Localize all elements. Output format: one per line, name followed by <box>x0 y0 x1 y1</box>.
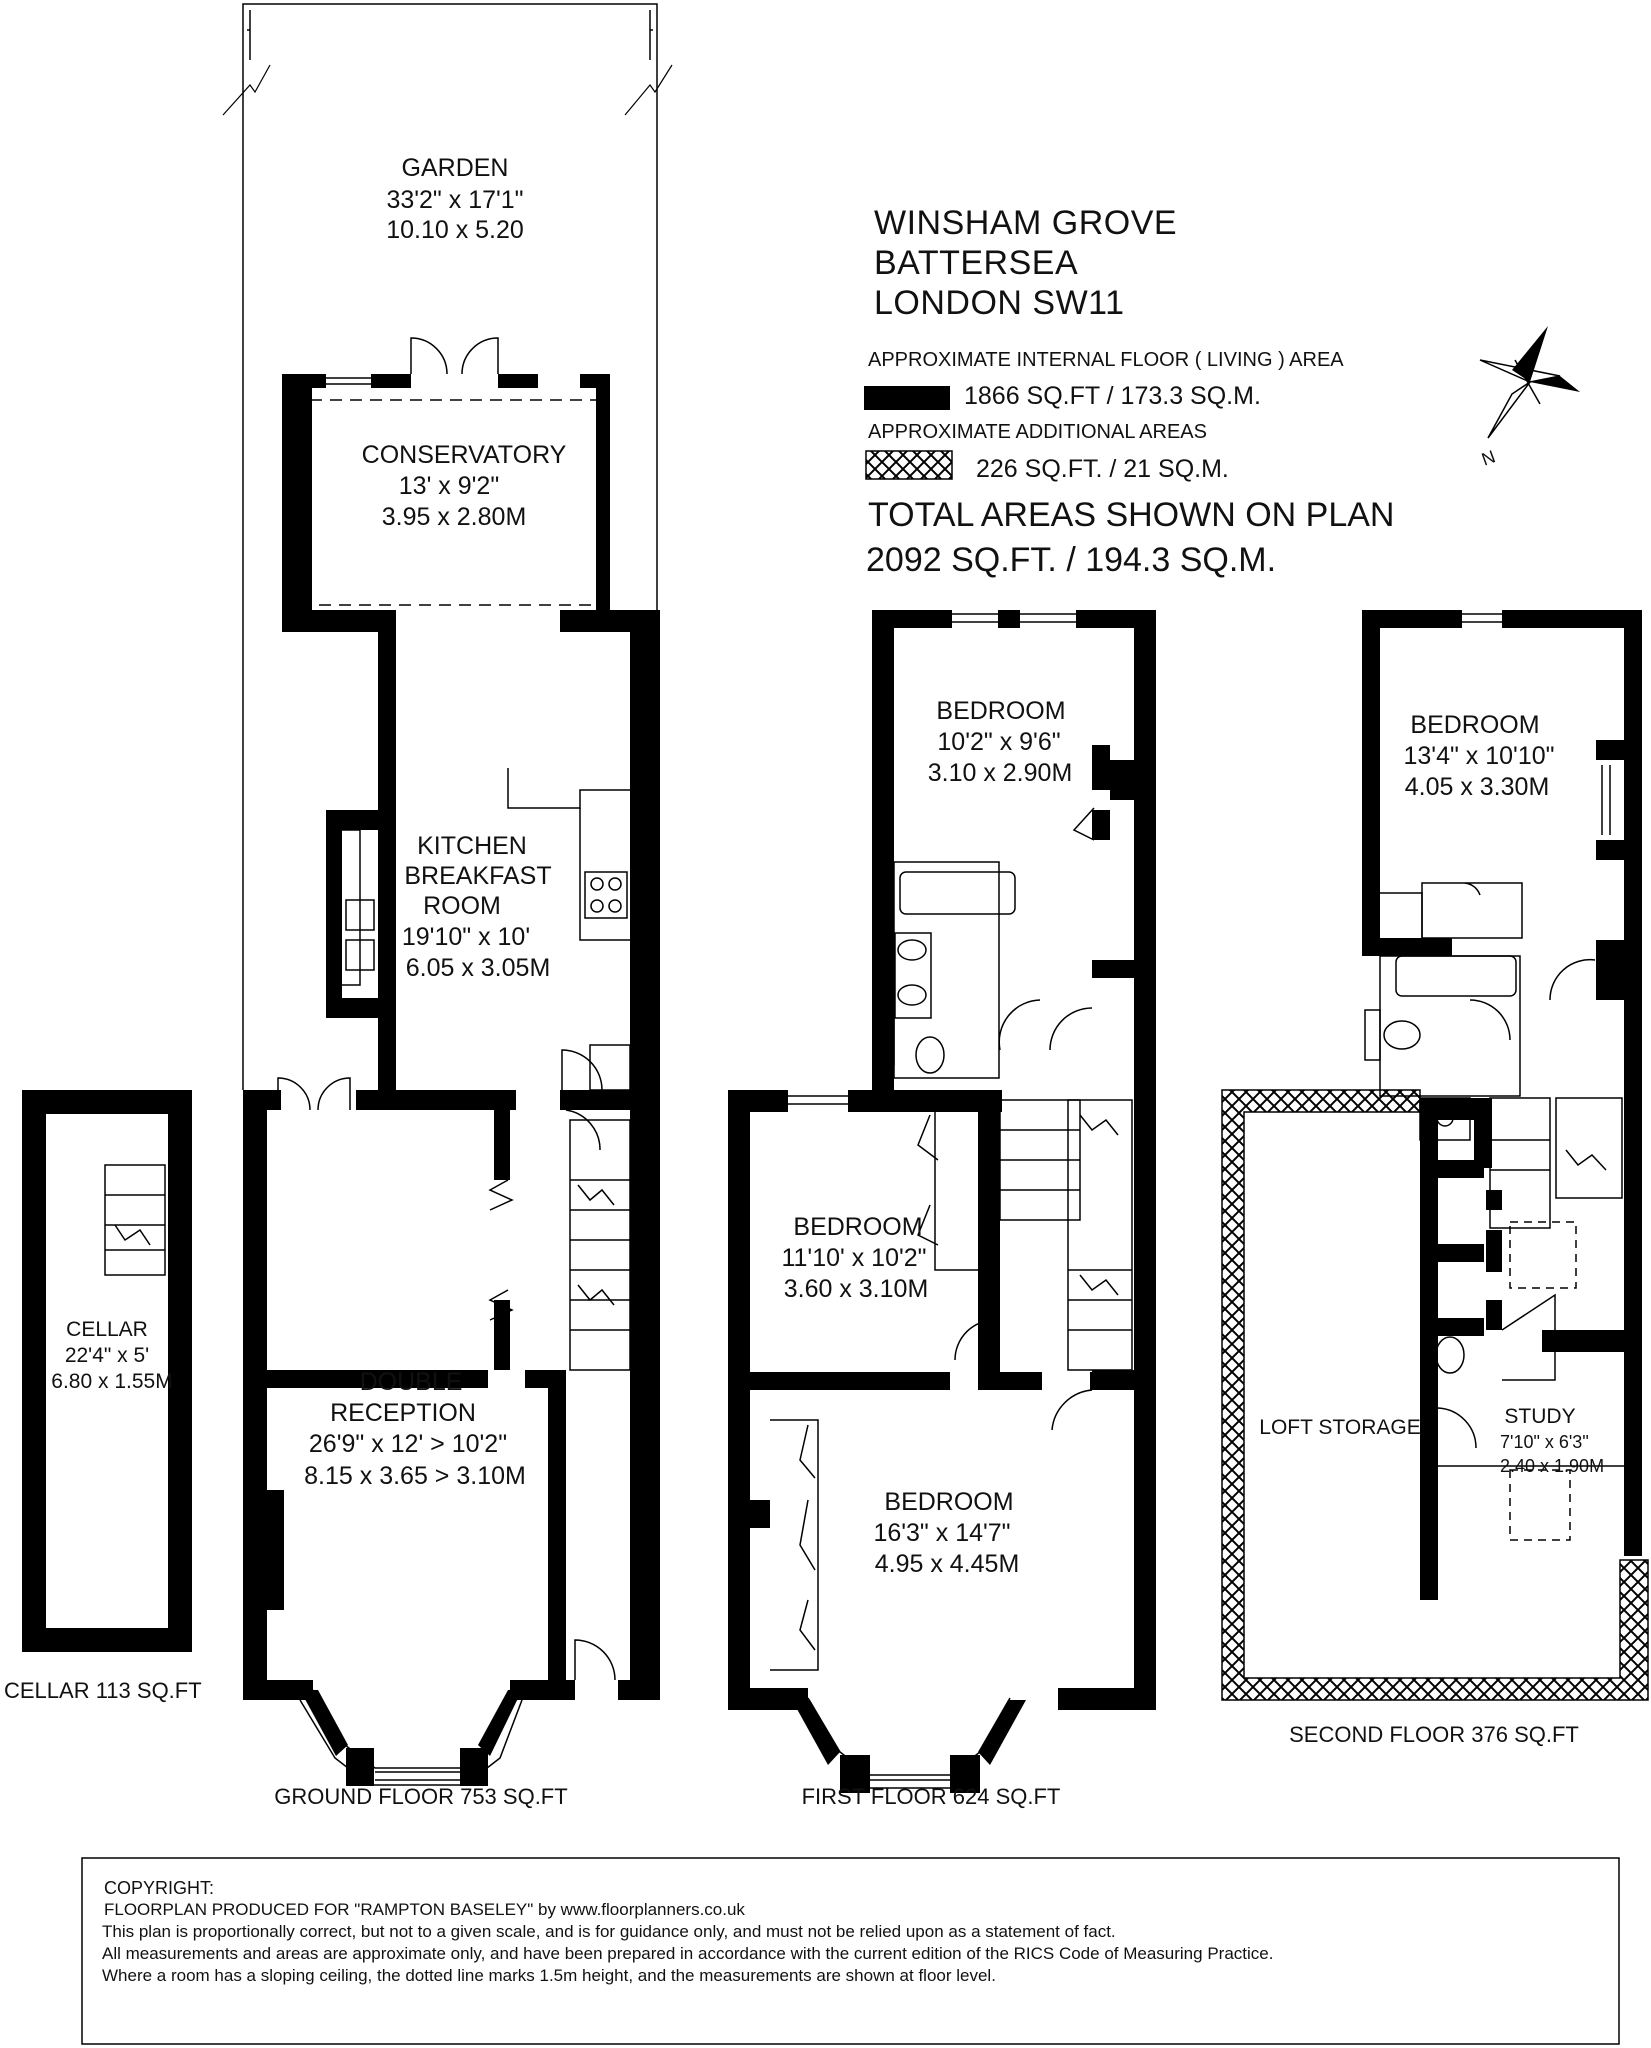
ff-rear-bedroom-metric: 3.10 x 2.90M <box>927 759 1073 787</box>
additional-area-value: 226 SQ.FT. / 21 SQ.M. <box>976 455 1229 483</box>
first-bay-walls <box>792 1700 1026 1793</box>
cellar-imperial: 22'4" x 5' <box>64 1344 150 1367</box>
copyright-box <box>81 1857 1620 2045</box>
garden-imperial: 33'2" x 17'1" <box>386 186 524 214</box>
cellar-walls <box>22 1090 192 1652</box>
total-area-label: TOTAL AREAS SHOWN ON PLAN <box>868 496 1395 534</box>
ff-middle-bedroom-imperial: 11'10' x 10'2" <box>781 1244 927 1272</box>
second-floor-caption: SECOND FLOOR 376 SQ.FT <box>1289 1722 1579 1747</box>
loft-storage-label: LOFT STORAGE <box>1259 1416 1421 1439</box>
garden-metric: 10.10 x 5.20 <box>386 216 524 244</box>
kitchen-name-2: BREAKFAST <box>404 862 552 890</box>
ground-floor-walls <box>243 374 660 1700</box>
conservatory-name: CONSERVATORY <box>361 441 567 469</box>
sf-bedroom-imperial: 13'4" x 10'10" <box>1403 742 1555 770</box>
ff-rear-bedroom-imperial: 10'2" x 9'6" <box>937 728 1061 756</box>
ground-floor-caption: GROUND FLOOR 753 SQ.FT <box>274 1784 568 1809</box>
copyright-line-1: FLOORPLAN PRODUCED FOR "RAMPTON BASELEY"… <box>104 1900 745 1919</box>
garden-outline <box>222 3 673 1090</box>
conservatory-imperial: 13' x 9'2" <box>398 472 500 500</box>
kitchen-name-1: KITCHEN <box>417 832 527 860</box>
kitchen-metric: 6.05 x 3.05M <box>405 954 551 982</box>
legend-living-swatch <box>864 386 950 410</box>
reception-name-1: DOUBLE <box>359 1368 463 1396</box>
first-floor-details <box>770 613 1133 1789</box>
garden-name: GARDEN <box>401 154 509 182</box>
sf-bedroom-metric: 4.05 x 3.30M <box>1404 773 1550 801</box>
total-area-value: 2092 SQ.FT. / 194.3 SQ.M. <box>866 541 1277 579</box>
copyright-line-3: All measurements and areas are approxima… <box>102 1944 1274 1963</box>
cellar-name: CELLAR <box>66 1318 148 1341</box>
ground-floor-details <box>277 337 631 1786</box>
sf-bedroom-name: BEDROOM <box>1410 711 1540 739</box>
kitchen-imperial: 19'10" x 10' <box>401 923 531 951</box>
legend-additional-swatch <box>865 450 953 480</box>
study-imperial: 7'10" x 6'3" <box>1500 1432 1589 1452</box>
reception-metric: 8.15 x 3.65 > 3.10M <box>304 1462 526 1490</box>
compass-icon <box>1479 326 1580 439</box>
ff-front-bedroom-metric: 4.95 x 4.45M <box>874 1550 1020 1578</box>
internal-area-value: 1866 SQ.FT / 173.3 SQ.M. <box>964 382 1261 410</box>
kitchen-name-3: ROOM <box>423 892 501 920</box>
copyright-heading: COPYRIGHT: <box>104 1878 215 1898</box>
ff-middle-bedroom-name: BEDROOM <box>793 1213 923 1241</box>
conservatory-metric: 3.95 x 2.80M <box>381 503 527 531</box>
ground-bay-walls <box>300 1690 522 1786</box>
study-name: STUDY <box>1504 1405 1576 1428</box>
first-floor-walls <box>728 610 1156 1710</box>
copyright-line-4: Where a room has a sloping ceiling, the … <box>102 1966 996 1985</box>
cellar-metric: 6.80 x 1.55M <box>51 1370 173 1393</box>
reception-imperial: 26'9" x 12' > 10'2" <box>308 1430 508 1458</box>
cellar-stairs <box>104 1164 166 1276</box>
ff-front-bedroom-imperial: 16'3" x 14'7" <box>873 1519 1011 1547</box>
address-line-2: BATTERSEA <box>874 244 1079 282</box>
additional-area-label: APPROXIMATE ADDITIONAL AREAS <box>868 421 1207 443</box>
ff-rear-bedroom-name: BEDROOM <box>936 697 1066 725</box>
internal-area-label: APPROXIMATE INTERNAL FLOOR ( LIVING ) AR… <box>868 349 1344 371</box>
second-floor-details <box>1364 613 1624 1541</box>
address-line-1: WINSHAM GROVE <box>874 204 1178 242</box>
ff-middle-bedroom-metric: 3.60 x 3.10M <box>783 1275 929 1303</box>
reception-name-2: RECEPTION <box>330 1399 476 1427</box>
first-floor-caption: FIRST FLOOR 624 SQ.FT <box>801 1784 1061 1809</box>
second-floor-walls <box>1362 610 1642 1600</box>
address-line-3: LONDON SW11 <box>874 284 1125 322</box>
ff-front-bedroom-name: BEDROOM <box>884 1488 1014 1516</box>
study-metric: 2.40 x 1.90M <box>1500 1456 1605 1476</box>
cellar-floor-caption: CELLAR 113 SQ.FT <box>4 1678 202 1703</box>
copyright-line-2: This plan is proportionally correct, but… <box>102 1922 1116 1941</box>
